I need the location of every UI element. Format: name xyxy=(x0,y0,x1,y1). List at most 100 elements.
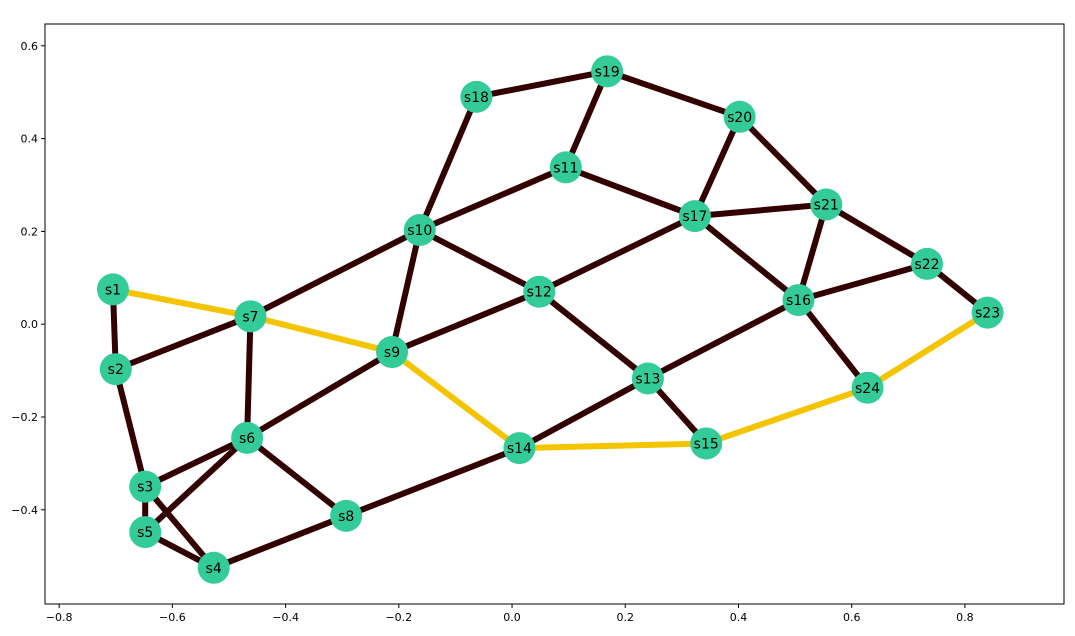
edge-s16-s24 xyxy=(796,298,870,390)
axes-frame xyxy=(44,23,1065,605)
node-circle-s1 xyxy=(96,273,129,306)
edge-s10-s12 xyxy=(418,227,541,295)
edge-s11-s19 xyxy=(563,70,610,169)
node-s7: s7 xyxy=(234,300,267,333)
node-s5: s5 xyxy=(129,516,162,549)
x-tick-label: −0.8 xyxy=(46,611,73,624)
node-label-s22: s22 xyxy=(914,257,939,273)
node-circle-s3 xyxy=(129,470,162,503)
node-s13: s13 xyxy=(631,362,664,395)
node-label-s1: s1 xyxy=(105,282,121,298)
x-tick-label: 0.6 xyxy=(843,611,861,624)
node-s24: s24 xyxy=(851,371,884,404)
node-label-s15: s15 xyxy=(694,436,719,452)
y-tick-label: 0.2 xyxy=(21,225,39,238)
node-label-s2: s2 xyxy=(108,362,124,378)
node-label-s23: s23 xyxy=(975,306,1000,322)
node-circle-s21 xyxy=(810,188,843,221)
node-label-s5: s5 xyxy=(137,525,153,541)
edge-s6-s8 xyxy=(245,435,349,519)
node-circle-s17 xyxy=(678,200,711,233)
edge-s3-s6 xyxy=(143,435,249,490)
node-label-s8: s8 xyxy=(338,509,354,525)
node-circle-s9 xyxy=(376,336,409,369)
node-s17: s17 xyxy=(678,200,711,233)
node-label-s12: s12 xyxy=(527,285,552,301)
edge-s7-s10 xyxy=(249,227,422,319)
node-s2: s2 xyxy=(99,353,132,386)
path-edge-s1-s7 xyxy=(112,286,252,320)
node-label-s4: s4 xyxy=(206,561,222,577)
edge-s6-s9 xyxy=(245,349,394,441)
node-circle-s7 xyxy=(234,300,267,333)
node-s23: s23 xyxy=(971,296,1004,329)
node-circle-s15 xyxy=(690,427,723,460)
x-tick-label: 0.0 xyxy=(503,611,521,624)
node-circle-s2 xyxy=(99,353,132,386)
node-label-s19: s19 xyxy=(595,64,620,80)
node-circle-s11 xyxy=(549,151,582,184)
y-tick-label: 0.0 xyxy=(21,318,39,331)
node-label-s24: s24 xyxy=(855,381,880,397)
y-tick-label: −0.2 xyxy=(11,411,38,424)
node-s14: s14 xyxy=(503,432,536,465)
node-circle-s12 xyxy=(523,275,556,308)
y-tick-label: 0.4 xyxy=(21,133,39,146)
path-edge-s7-s9 xyxy=(249,313,393,355)
node-circle-s19 xyxy=(591,55,624,88)
node-circle-s16 xyxy=(782,284,815,317)
node-circle-s23 xyxy=(971,296,1004,329)
x-tick-label: 0.2 xyxy=(617,611,635,624)
node-s6: s6 xyxy=(231,421,264,454)
node-label-s14: s14 xyxy=(507,441,532,457)
node-circle-s10 xyxy=(403,214,436,247)
node-circle-s5 xyxy=(129,516,162,549)
node-s9: s9 xyxy=(376,336,409,369)
node-s8: s8 xyxy=(330,499,363,532)
node-circle-s24 xyxy=(851,371,884,404)
edge-s12-s13 xyxy=(537,289,650,381)
node-s10: s10 xyxy=(403,214,436,247)
node-s12: s12 xyxy=(523,275,556,308)
edge-s10-s18 xyxy=(417,95,480,232)
node-circle-s13 xyxy=(631,362,664,395)
edge-s13-s14 xyxy=(517,375,650,451)
x-tick-label: −0.4 xyxy=(272,611,299,624)
edge-s21-s22 xyxy=(824,201,929,267)
node-label-s9: s9 xyxy=(384,345,400,361)
x-tick-label: −0.6 xyxy=(159,611,186,624)
x-tick-label: 0.8 xyxy=(956,611,974,624)
path-edge-s23-s24 xyxy=(865,310,990,391)
edge-s20-s21 xyxy=(737,114,829,207)
node-label-s16: s16 xyxy=(786,293,811,309)
edge-s16-s17 xyxy=(693,213,801,303)
y-tick-label: 0.6 xyxy=(21,40,39,53)
node-label-s11: s11 xyxy=(553,160,578,176)
node-s11: s11 xyxy=(549,151,582,184)
edge-s17-s20 xyxy=(692,115,743,218)
nodes-layer: s1 s2 s3 s4 s5 s6 s7 s8 s9 s10 s11 s12 s13 s14 s15 s16 s… xyxy=(96,55,1004,584)
node-label-s13: s13 xyxy=(635,371,660,387)
edge-s11-s17 xyxy=(564,164,696,219)
edge-s6-s7 xyxy=(244,316,254,438)
node-s16: s16 xyxy=(782,284,815,317)
node-circle-s8 xyxy=(330,499,363,532)
edge-s17-s21 xyxy=(694,201,827,220)
y-axis: −0.4−0.20.00.20.40.6 xyxy=(11,40,45,517)
edge-s10-s11 xyxy=(418,164,568,233)
node-s19: s19 xyxy=(591,55,624,88)
path-edge-s15-s24 xyxy=(705,384,869,447)
node-label-s10: s10 xyxy=(407,223,432,239)
node-label-s17: s17 xyxy=(682,209,707,225)
node-circle-s18 xyxy=(460,80,493,113)
x-tick-label: 0.4 xyxy=(730,611,748,624)
node-label-s3: s3 xyxy=(137,480,153,496)
edge-s5-s6 xyxy=(143,435,250,535)
edge-s19-s20 xyxy=(606,68,741,120)
node-circle-s6 xyxy=(231,421,264,454)
edge-s12-s17 xyxy=(537,213,697,295)
node-s20: s20 xyxy=(723,100,756,133)
node-circle-s4 xyxy=(197,551,230,584)
